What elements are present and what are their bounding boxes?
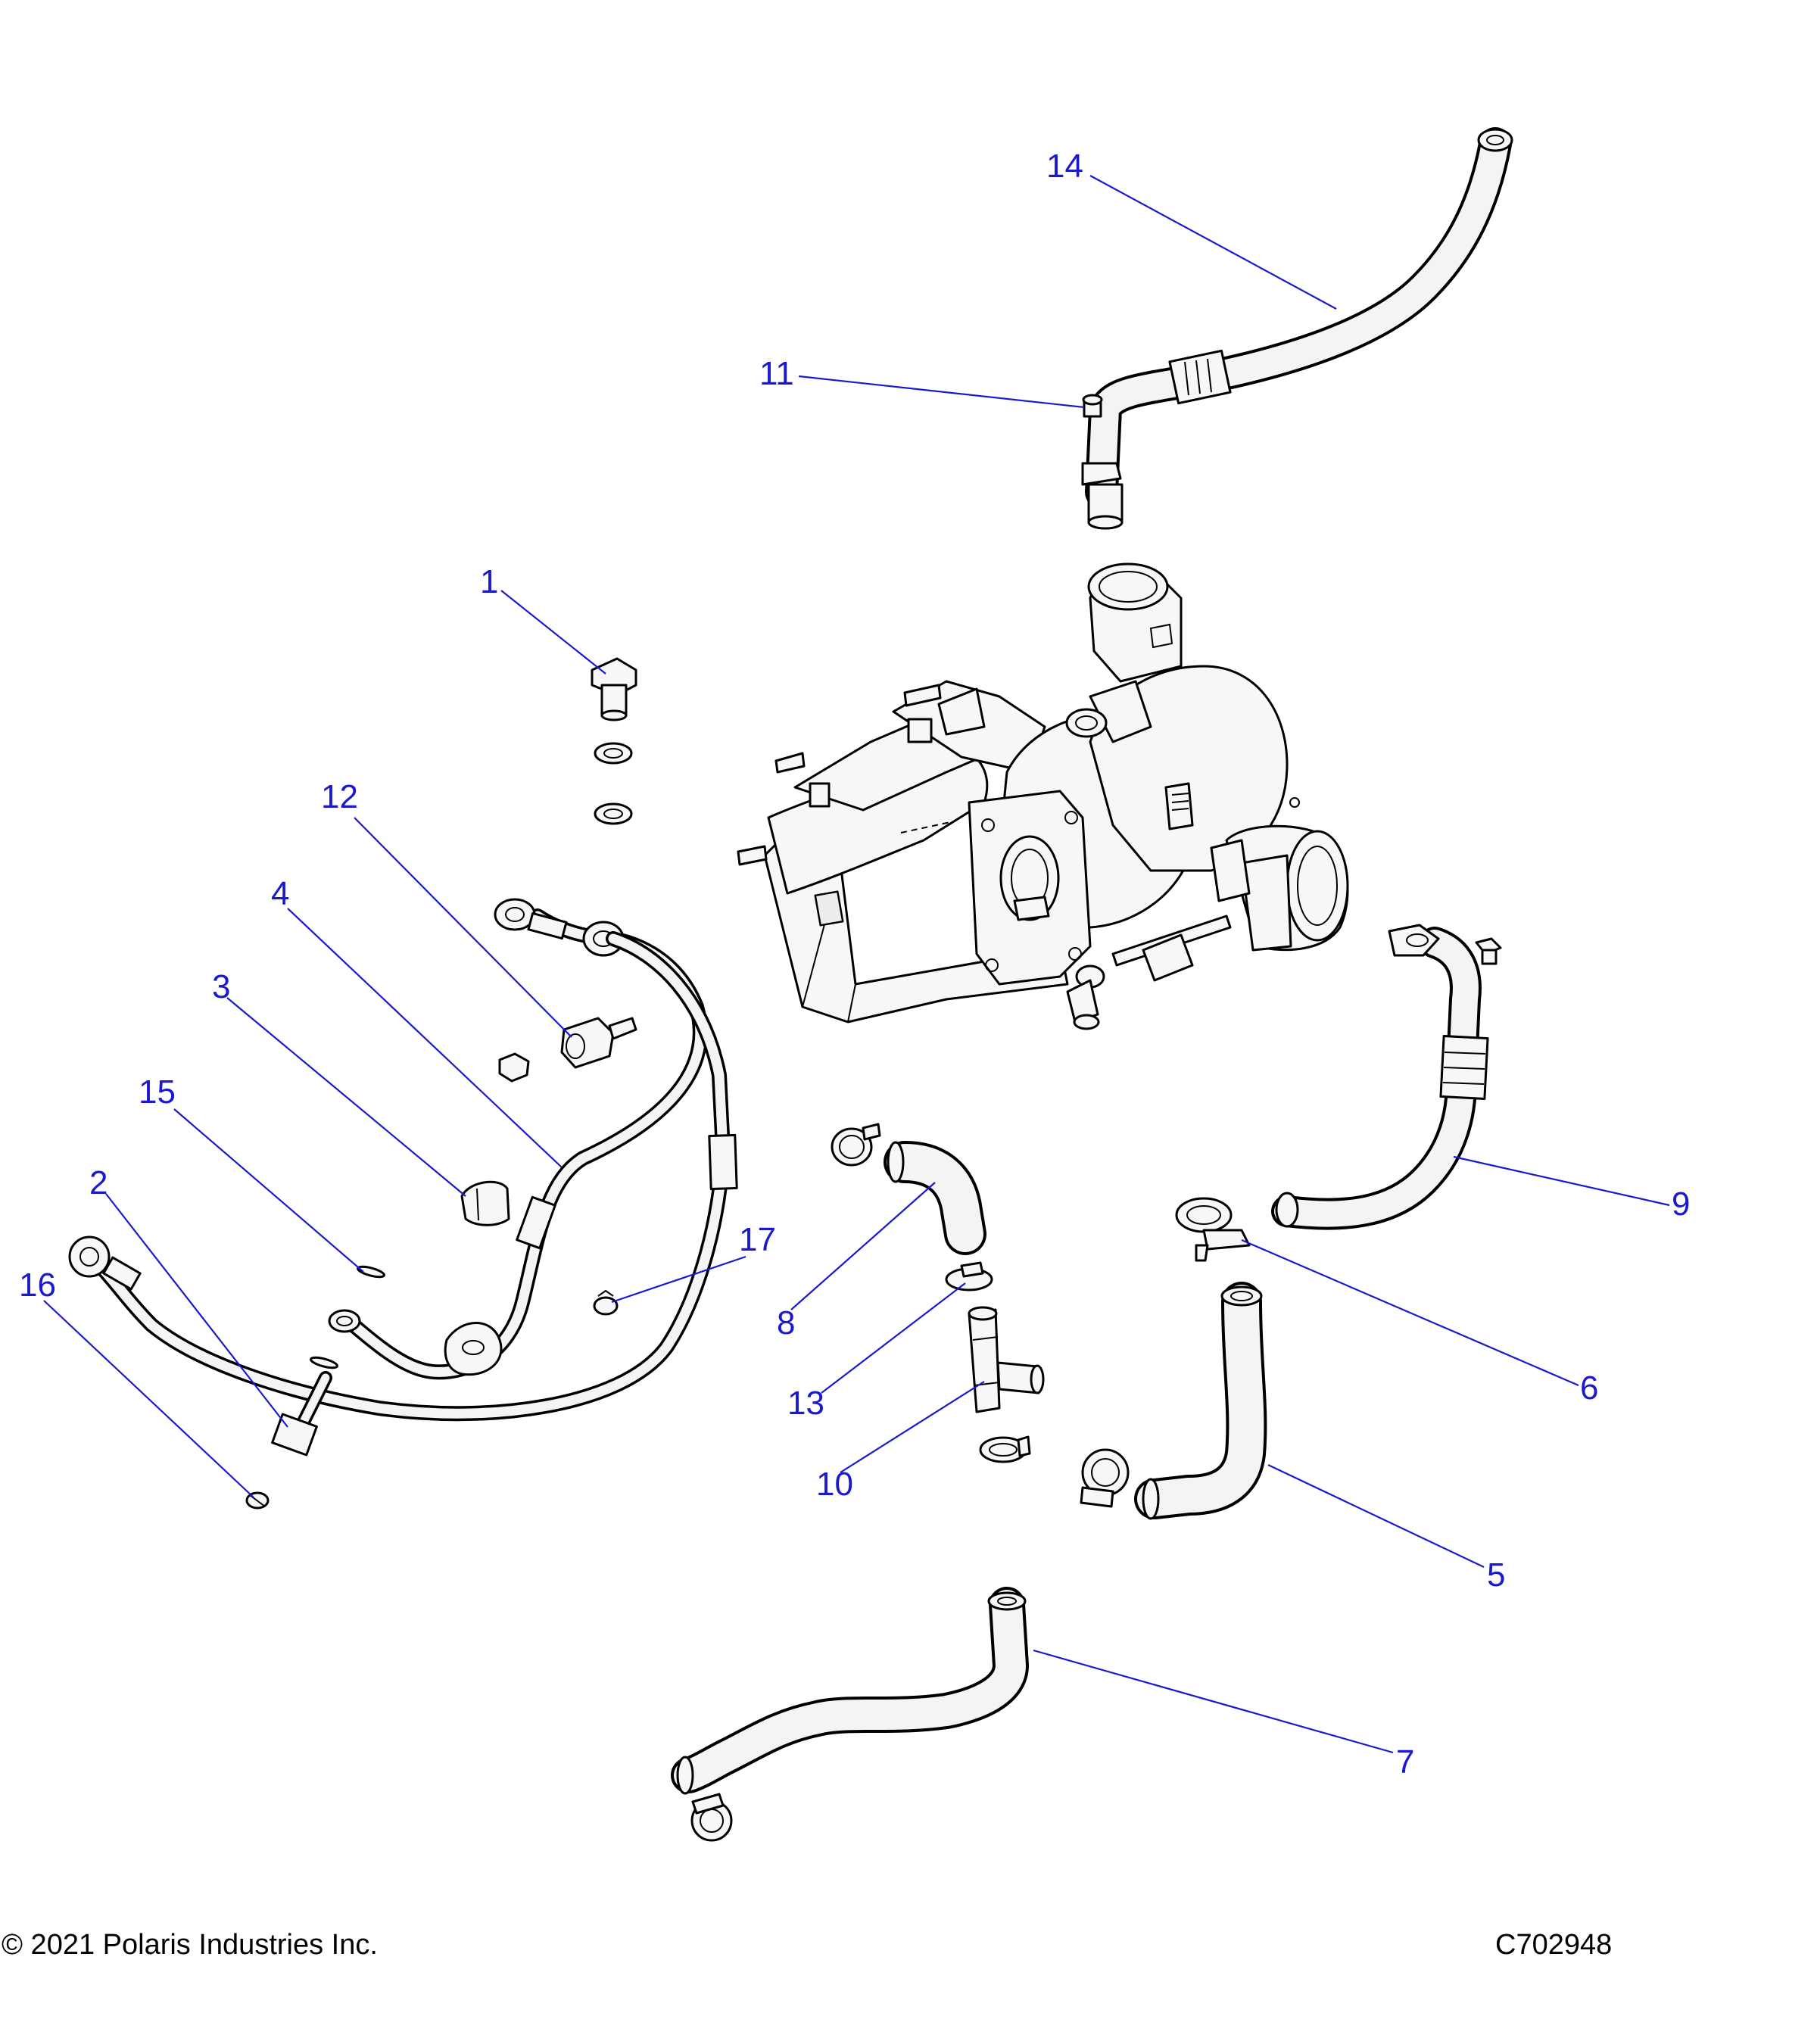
leader-8 [790,1182,936,1310]
callout-14: 14 [1046,148,1083,185]
banjo-bolt-part-1 [591,657,637,825]
tube-part-14 [1081,127,1513,530]
tube-part-9 [1271,924,1489,1230]
leader-16 [43,1300,254,1498]
bolt-part-17 [593,1289,619,1316]
callout-10: 10 [816,1466,853,1503]
callout-6: 6 [1580,1369,1598,1407]
clamp-near-part-8 [831,1123,881,1167]
leader-lines [43,175,1670,1754]
leader-7 [1033,1649,1394,1754]
oring-part-15 [357,1265,385,1279]
callout-12: 12 [321,778,358,815]
clamp-below-part-10 [979,1435,1031,1463]
hose-part-8 [884,1141,986,1255]
leader-11 [798,375,1085,409]
callout-16: 16 [19,1267,56,1304]
callout-1: 1 [480,563,498,600]
leader-17 [611,1255,746,1304]
line-part-4 [328,898,708,1380]
leader-5 [1267,1464,1485,1568]
callout-5: 5 [1487,1556,1505,1594]
leader-10 [840,1381,985,1473]
line-part-2 [68,931,738,1457]
oring-near-part-2 [310,1356,338,1369]
callout-15: 15 [139,1073,176,1111]
callout-11: 11 [759,355,794,392]
leader-15 [173,1108,364,1273]
drawing-number: C702948 [1495,1929,1613,1961]
callout-3: 3 [212,968,230,1005]
leader-2 [105,1193,288,1428]
callout-4: 4 [271,875,289,912]
leader-9 [1453,1155,1670,1207]
leader-3 [226,997,466,1197]
callout-8: 8 [777,1304,795,1341]
callout-7: 7 [1396,1743,1414,1781]
hose-part-5 [1134,1282,1267,1520]
hose-part-7 [671,1587,1029,1795]
clamp-part-13 [945,1261,993,1292]
clip-part-3 [460,1180,510,1226]
nut-near-part-12 [498,1052,530,1083]
leader-14 [1089,175,1337,310]
callout-17: 17 [739,1221,776,1258]
callout-2: 2 [89,1164,108,1201]
leader-12 [354,817,572,1038]
callout-9: 9 [1672,1186,1690,1223]
tee-fitting-part-10 [968,1306,1045,1413]
clamp-near-part-7 [690,1793,733,1842]
callout-13: 13 [787,1385,824,1422]
clamp-near-part-5 [1080,1448,1130,1508]
fitting-part-12 [560,1017,637,1069]
copyright-notice: © 2021 Polaris Industries Inc. [2,1929,378,1961]
leader-13 [821,1282,966,1394]
bolt-near-part-9 [1475,937,1502,965]
leader-6 [1241,1239,1579,1387]
turbo-manifold-assembly [737,562,1349,1030]
leader-1 [500,590,606,675]
clamp-part-6 [1175,1197,1251,1262]
leader-4 [287,908,563,1168]
callout-labels: 14 11 1 12 4 3 15 2 16 17 8 13 10 9 6 5 … [19,148,1690,1781]
bolt-part-11 [1082,394,1103,418]
